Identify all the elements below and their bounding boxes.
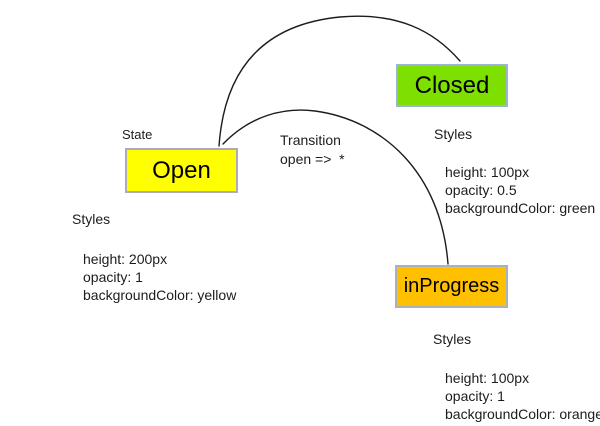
style-line: backgroundColor: orange [445, 406, 600, 422]
transition-rule: open => * [280, 151, 345, 167]
style-line: opacity: 0.5 [445, 182, 517, 198]
style-line: opacity: 1 [445, 388, 505, 404]
styles-heading-inprogress: Styles [433, 331, 472, 347]
style-line: height: 100px [445, 370, 530, 386]
styles-lines-closed: height: 100px opacity: 0.5 backgroundCol… [445, 163, 595, 217]
state-node-inprogress: inProgress [395, 265, 508, 308]
transition-label: Transition open => * [280, 131, 345, 169]
style-line: backgroundColor: yellow [83, 287, 237, 303]
style-line: opacity: 1 [83, 269, 143, 285]
state-node-inprogress-label: inProgress [403, 275, 500, 297]
style-line: backgroundColor: green [445, 200, 596, 216]
style-line: height: 100px [445, 164, 530, 180]
style-line: height: 200px [83, 251, 168, 267]
state-node-closed-label: Closed [414, 71, 490, 99]
edge-open-to-inprogress [222, 109, 449, 265]
transition-title: Transition [280, 132, 341, 148]
state-node-open: Open [125, 148, 238, 193]
styles-lines-inprogress: height: 100px opacity: 1 backgroundColor… [445, 369, 600, 423]
styles-heading-open: Styles [72, 211, 111, 227]
state-node-open-label: Open [152, 156, 211, 184]
state-node-closed: Closed [396, 64, 508, 107]
edge-open-to-closed [218, 15, 461, 147]
styles-lines-open: height: 200px opacity: 1 backgroundColor… [83, 250, 236, 304]
styles-heading-closed: Styles [434, 126, 473, 142]
state-label: State [122, 127, 153, 142]
